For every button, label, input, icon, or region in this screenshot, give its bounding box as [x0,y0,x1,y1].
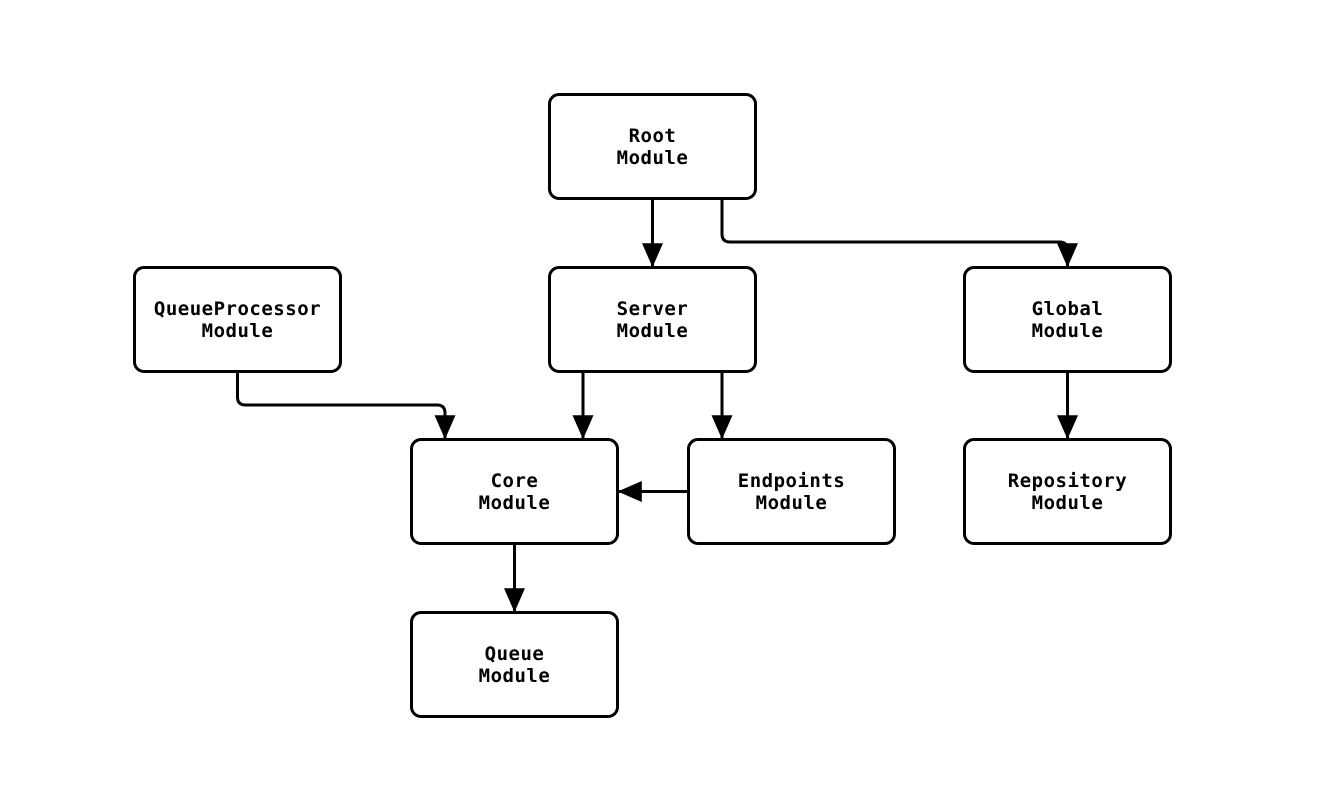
node-endpoints-module: Endpoints Module [687,438,896,545]
node-label: Module [478,491,551,514]
node-queue-module: Queue Module [410,611,619,718]
node-label: Module [478,664,551,687]
node-queueprocessor-module: QueueProcessor Module [133,266,342,373]
node-label: Module [755,491,828,514]
node-label: Module [616,146,689,169]
node-label: Global [1031,297,1104,320]
node-server-module: Server Module [548,266,757,373]
node-label: Root [628,124,677,147]
node-repository-module: Repository Module [963,438,1172,545]
node-label: Repository [1007,469,1128,492]
node-core-module: Core Module [410,438,619,545]
node-label: QueueProcessor [153,297,322,320]
edge-queueprocessor-to-core [236,373,456,440]
node-label: Module [1031,319,1104,342]
node-label: Queue [484,642,545,665]
node-label: Module [1031,491,1104,514]
edge-root-to-global [720,200,1078,268]
node-label: Module [201,319,274,342]
node-root-module: Root Module [548,93,757,200]
node-label: Module [616,319,689,342]
node-global-module: Global Module [963,266,1172,373]
node-label: Server [616,297,689,320]
node-label: Endpoints [737,469,846,492]
node-label: Core [490,469,539,492]
